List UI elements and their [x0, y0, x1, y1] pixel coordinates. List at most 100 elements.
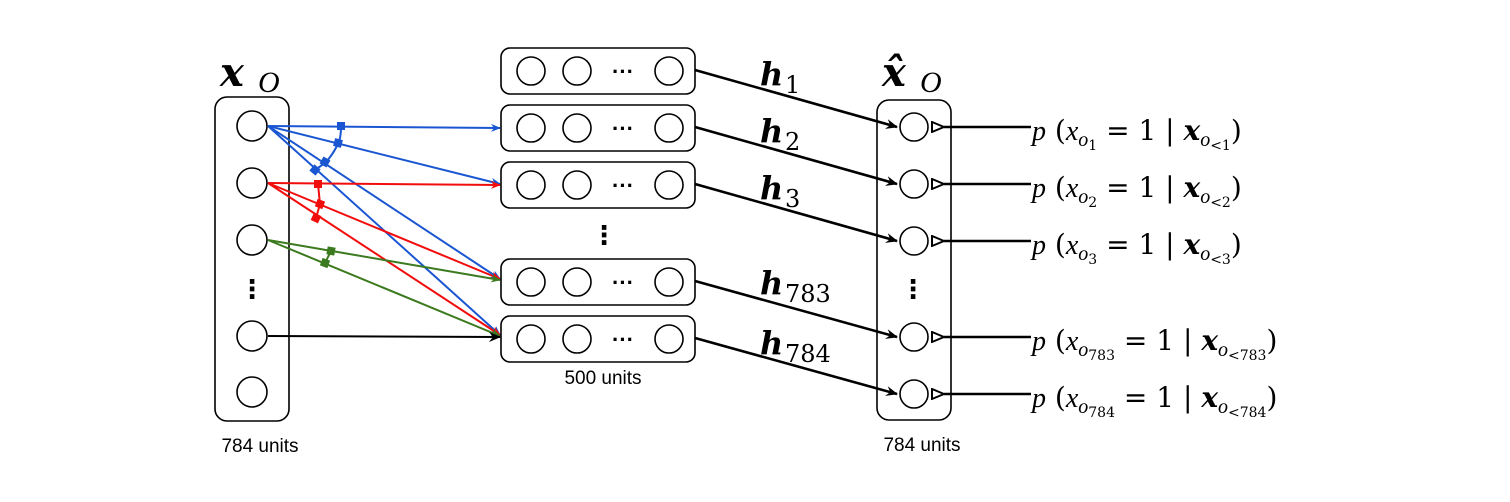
probability-bo: o [1218, 396, 1228, 418]
hidden-block-3: ··· [500, 161, 696, 209]
probability-eq: = 1 | [1097, 228, 1183, 261]
probability-cond: <783 [1228, 348, 1266, 364]
hidden-block-1: ··· [500, 47, 696, 95]
probability-x: x [1065, 173, 1079, 204]
masked-connections [267, 122, 501, 342]
probability-bx: x [1183, 228, 1201, 261]
input-layer-label: x [219, 49, 245, 96]
probability-cond: <2 [1210, 195, 1231, 211]
connection-x2-h3 [267, 180, 501, 189]
probability-p: p [1030, 326, 1046, 357]
arrow-h3 [694, 182, 898, 243]
probability-p: p [1030, 116, 1046, 147]
probability-p: p [1030, 230, 1046, 261]
probability-label: p (xo784 = 1 | xo<784) [1030, 381, 1277, 421]
probability-idx: 784 [1088, 405, 1115, 421]
probability-bo: o [1200, 186, 1210, 208]
h-label-784: h [760, 324, 783, 362]
probability-bo: o [1218, 339, 1228, 361]
green-tie-marker [319, 257, 331, 269]
probability-idx: 3 [1088, 252, 1097, 268]
probability-open: ( [1046, 228, 1066, 261]
output-layer-box [876, 99, 952, 421]
output-layer-label-subscript: O [920, 66, 942, 99]
probability-o: o [1078, 186, 1088, 208]
connection-x3-h784 [267, 239, 501, 337]
hidden-block-2: ··· [500, 104, 696, 152]
probability-close: ) [1266, 324, 1277, 357]
green-tie-marker [326, 246, 336, 256]
probability-o: o [1078, 339, 1088, 361]
hidden-unit [562, 56, 592, 86]
hidden-to-output-arrows [694, 68, 898, 396]
output-unit-784 [899, 379, 929, 409]
connection-x783-h784 [267, 331, 501, 342]
hidden-unit [562, 170, 592, 200]
probability-label: p (xo2 = 1 | xo<2) [1030, 171, 1242, 211]
red-tie-marker [314, 180, 322, 188]
probability-x: x [1065, 383, 1079, 414]
probability-bx: x [1183, 171, 1201, 204]
arrow-h783 [694, 279, 898, 339]
probability-o: o [1078, 129, 1088, 151]
hidden-unit [562, 113, 592, 143]
connection-x1-h3 [267, 125, 501, 186]
output-unit-2 [899, 169, 929, 199]
input-unit-3 [236, 224, 268, 256]
probability-p: p [1030, 383, 1046, 414]
hidden-layer-ellipsis: ⋮ [591, 220, 617, 250]
probability-open: ( [1046, 114, 1066, 147]
probability-idx: 1 [1088, 138, 1097, 154]
probability-bo: o [1200, 243, 1210, 265]
probability-bo: o [1200, 129, 1210, 151]
probability-open: ( [1046, 324, 1066, 357]
hidden-row-ellipsis: ··· [612, 59, 634, 84]
input-layer-box [214, 96, 290, 422]
h-label-2: h [760, 112, 783, 150]
output-layer: x̂ O ⋮ 784 units [876, 49, 961, 456]
hidden-block-784: ··· [500, 315, 696, 363]
output-unit-3 [899, 226, 929, 256]
h-label-3-subscript: 3 [785, 185, 800, 213]
arrow-h1 [694, 68, 898, 129]
probability-cond: <3 [1210, 252, 1231, 268]
hidden-unit [654, 170, 684, 200]
output-unit-783 [899, 322, 929, 352]
hidden-unit [654, 56, 684, 86]
hidden-unit [654, 267, 684, 297]
probability-o: o [1078, 243, 1088, 265]
input-unit-783 [236, 320, 268, 352]
probability-bx: x [1183, 114, 1201, 147]
hidden-layers: ··· ··· ··· ⋮ ··· ·· [500, 47, 696, 389]
connection-x2-h783 [267, 182, 501, 280]
hidden-row-ellipsis: ··· [612, 270, 634, 295]
probability-x: x [1065, 230, 1079, 261]
h-label-1-subscript: 1 [785, 71, 800, 99]
probability-idx: 2 [1088, 195, 1097, 211]
input-units-label: 784 units [221, 436, 298, 457]
probability-bx: x [1200, 324, 1218, 357]
probability-close: ) [1266, 381, 1277, 414]
arrow-h2 [694, 125, 898, 186]
hidden-unit [516, 170, 546, 200]
probability-eq: = 1 | [1115, 381, 1201, 414]
hidden-row-ellipsis: ··· [612, 173, 634, 198]
input-unit-1 [236, 110, 268, 142]
probability-cond: <784 [1228, 405, 1267, 421]
probability-eq: = 1 | [1115, 324, 1201, 357]
h-label-2-subscript: 2 [785, 128, 800, 156]
probability-labels: p (xo1 = 1 | xo<1)p (xo2 = 1 | xo<2)p (x… [1030, 114, 1277, 421]
probability-open: ( [1046, 381, 1066, 414]
input-layer-label-subscript: O [258, 66, 280, 99]
output-layer-ellipsis: ⋮ [900, 274, 926, 304]
input-layer-ellipsis: ⋮ [239, 274, 265, 304]
h-label-3: h [760, 169, 783, 207]
hidden-unit [654, 324, 684, 354]
blue-tie-marker [309, 164, 321, 176]
connection-x3-h783 [267, 239, 501, 283]
output-layer-label: x̂ [881, 49, 907, 96]
blue-tie-marker [333, 138, 343, 148]
probability-x: x [1065, 326, 1079, 357]
h-label-783-subscript: 783 [785, 280, 831, 308]
input-unit-2 [236, 167, 268, 199]
